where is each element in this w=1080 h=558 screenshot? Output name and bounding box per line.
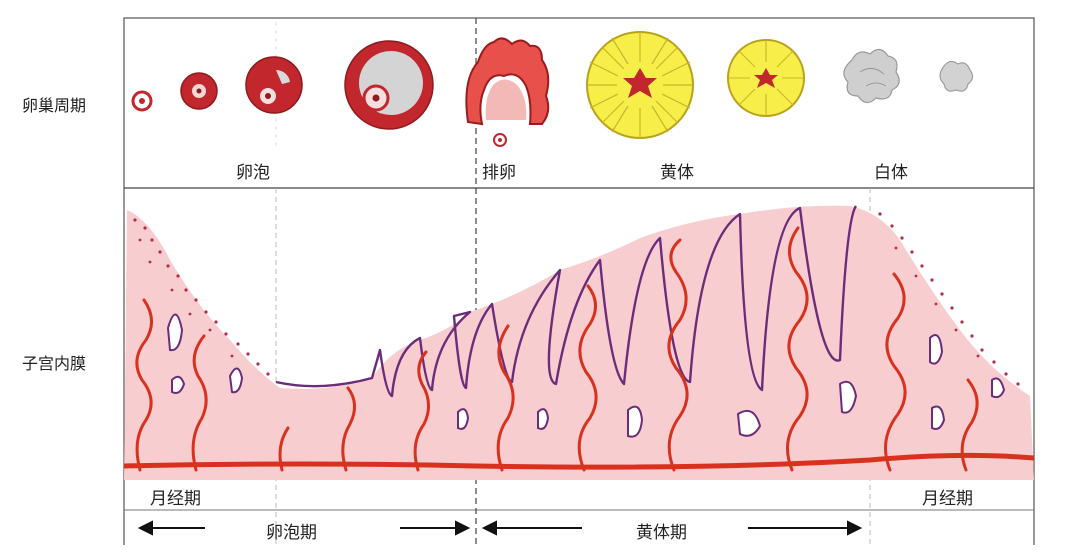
corpus-albicans-label: 白体 (874, 158, 908, 183)
menstrual-phase-label-left: 月经期 (150, 484, 201, 509)
ovary-cycle-label: 卵巢周期 (22, 92, 86, 116)
primary-follicle-icon (181, 73, 217, 109)
menstrual-phase-label-right: 月经期 (922, 484, 973, 509)
corpus-albicans-small-icon (940, 61, 973, 91)
ovulation-label: 排卵 (482, 158, 516, 183)
graafian-follicle-icon (345, 41, 433, 129)
follicular-phase-label: 卵泡期 (266, 518, 317, 543)
follicle-label: 卵泡 (236, 158, 270, 183)
corpus-albicans-large-icon (844, 49, 899, 102)
primordial-follicle-icon (133, 92, 151, 110)
endometrium-label: 子宫内膜 (22, 350, 86, 374)
corpus-luteum-label: 黄体 (660, 158, 694, 183)
corpus-luteum-icon (587, 32, 693, 138)
luteal-phase-label: 黄体期 (636, 518, 687, 543)
secondary-follicle-icon (246, 57, 302, 113)
regressing-luteum-icon (728, 40, 804, 116)
ruptured-follicle-icon (466, 38, 548, 146)
